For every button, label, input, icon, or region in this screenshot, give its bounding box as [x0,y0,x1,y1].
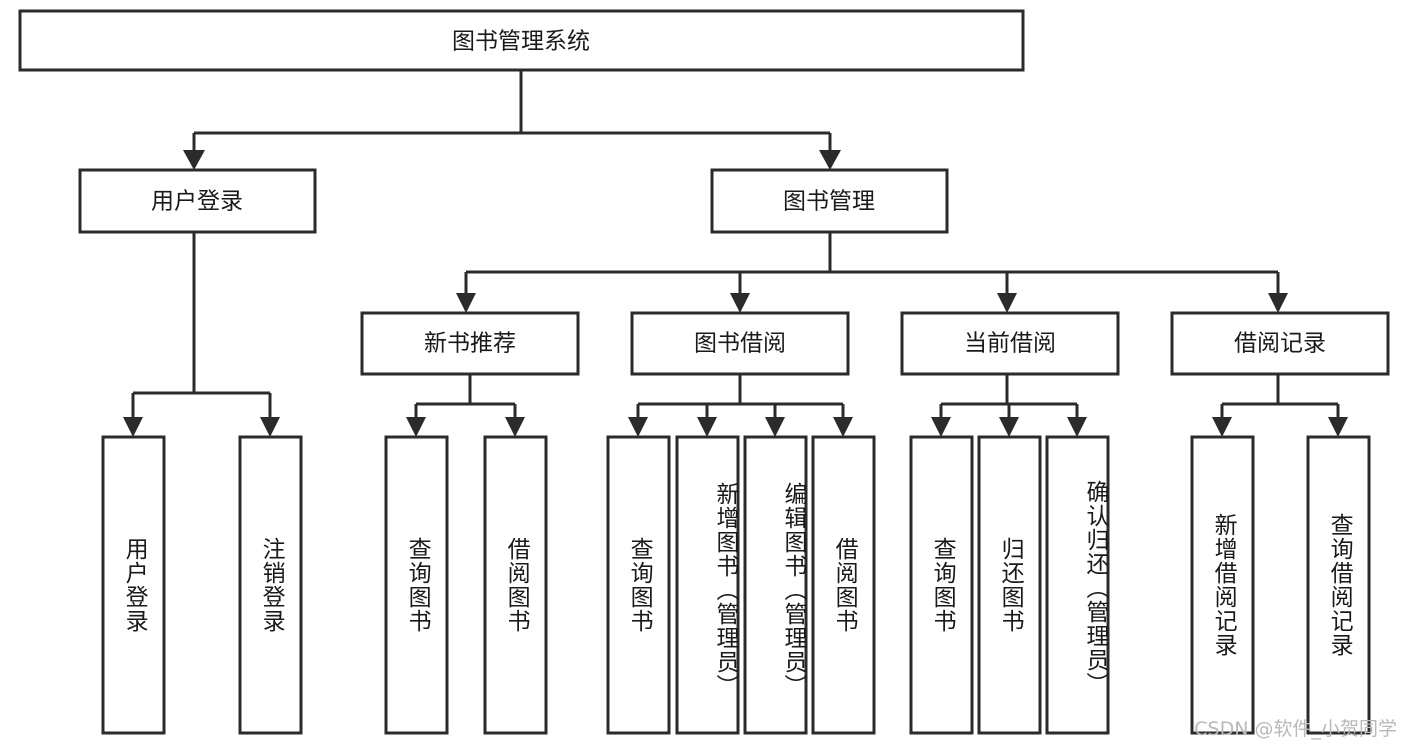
node-leaf-add-record-label: 新增借阅记录 [1210,513,1237,657]
node-borrow-record-label: 借阅记录 [1234,331,1326,357]
arrow-root-to-book-manage [819,150,841,170]
node-leaf-add-book-label: 新增图书（管理员） [712,482,738,698]
arrow-to-leaf-query-book-1 [406,417,426,437]
node-user-login-label: 用户登录 [151,189,243,215]
node-leaf-user-login-label: 用户登录 [121,537,148,633]
arrow-root-to-user-login [183,150,205,170]
arrow-to-leaf-borrow-book-2 [833,417,853,437]
connector-group-borrow-record [1212,374,1348,437]
node-leaf-add-record[interactable] [1190,435,1255,735]
connector-group-new-book-recommend [406,374,525,437]
connector-group-current-borrow [931,374,1087,437]
arrow-to-new-book-recommend [456,293,476,313]
node-root[interactable] [18,9,1025,72]
node-leaf-return-book[interactable] [977,435,1042,735]
connector-group-book-manage [456,232,1288,313]
connector-group-root [183,70,841,170]
node-leaf-edit-book-label: 编辑图书（管理员） [780,482,806,698]
node-book-borrow-label: 图书借阅 [694,331,786,357]
node-leaf-edit-book[interactable] [743,435,808,735]
arrow-to-leaf-edit-book [765,417,785,437]
node-leaf-query-book-2[interactable] [606,435,671,735]
node-leaf-query-record[interactable] [1306,435,1371,735]
node-new-book-recommend[interactable] [360,311,580,376]
arrow-to-leaf-query-record [1328,417,1348,437]
node-leaf-borrow-book-1-label: 借阅图书 [503,537,530,633]
node-leaf-query-book-1-label: 查询图书 [404,537,431,633]
connector-group-book-borrow [628,374,853,437]
arrow-to-leaf-user-login [123,417,143,437]
node-current-borrow-label: 当前借阅 [964,331,1056,357]
node-leaf-query-book-2-label: 查询图书 [626,537,653,633]
node-borrow-record[interactable] [1170,311,1390,376]
watermark-text: CSDN @软件_小贺同学 [1194,718,1397,740]
arrow-to-current-borrow [997,293,1017,313]
arrow-to-leaf-logout-login [260,417,280,437]
node-current-borrow[interactable] [900,311,1120,376]
arrow-to-leaf-borrow-book-1 [505,417,525,437]
node-leaf-query-book-1[interactable] [384,435,449,735]
node-leaf-query-book-3[interactable] [909,435,974,735]
node-root-label: 图书管理系统 [452,29,590,55]
node-leaf-confirm-return[interactable] [1045,435,1110,735]
arrow-to-leaf-confirm-return [1067,417,1087,437]
node-book-manage-label: 图书管理 [783,189,875,215]
node-user-login[interactable] [78,168,317,234]
node-book-borrow[interactable] [630,311,850,376]
node-new-book-recommend-label: 新书推荐 [424,331,516,357]
node-book-manage[interactable] [710,168,949,234]
arrow-to-borrow-record [1268,293,1288,313]
arrow-to-leaf-return-book [999,417,1019,437]
arrow-to-leaf-add-record [1212,417,1232,437]
node-leaf-borrow-book-2[interactable] [811,435,876,735]
node-leaf-logout-login-label: 注销登录 [258,537,285,633]
node-leaf-query-record-label: 查询借阅记录 [1326,513,1353,657]
node-leaf-borrow-book-1[interactable] [483,435,548,735]
node-leaf-borrow-book-2-label: 借阅图书 [831,537,858,633]
node-leaf-return-book-label: 归还图书 [997,537,1024,633]
node-leaf-user-login[interactable] [101,435,166,735]
arrow-to-leaf-add-book [697,417,717,437]
arrow-to-leaf-query-book-2 [628,417,648,437]
node-leaf-logout-login[interactable] [238,435,303,735]
arrow-to-leaf-query-book-3 [931,417,951,437]
node-leaf-query-book-3-label: 查询图书 [929,537,956,633]
node-leaf-confirm-return-label: 确认归还（管理员） [1082,480,1108,696]
arrow-to-book-borrow [730,293,750,313]
connector-group-user-login [123,232,280,437]
node-leaf-add-book[interactable] [675,435,740,735]
